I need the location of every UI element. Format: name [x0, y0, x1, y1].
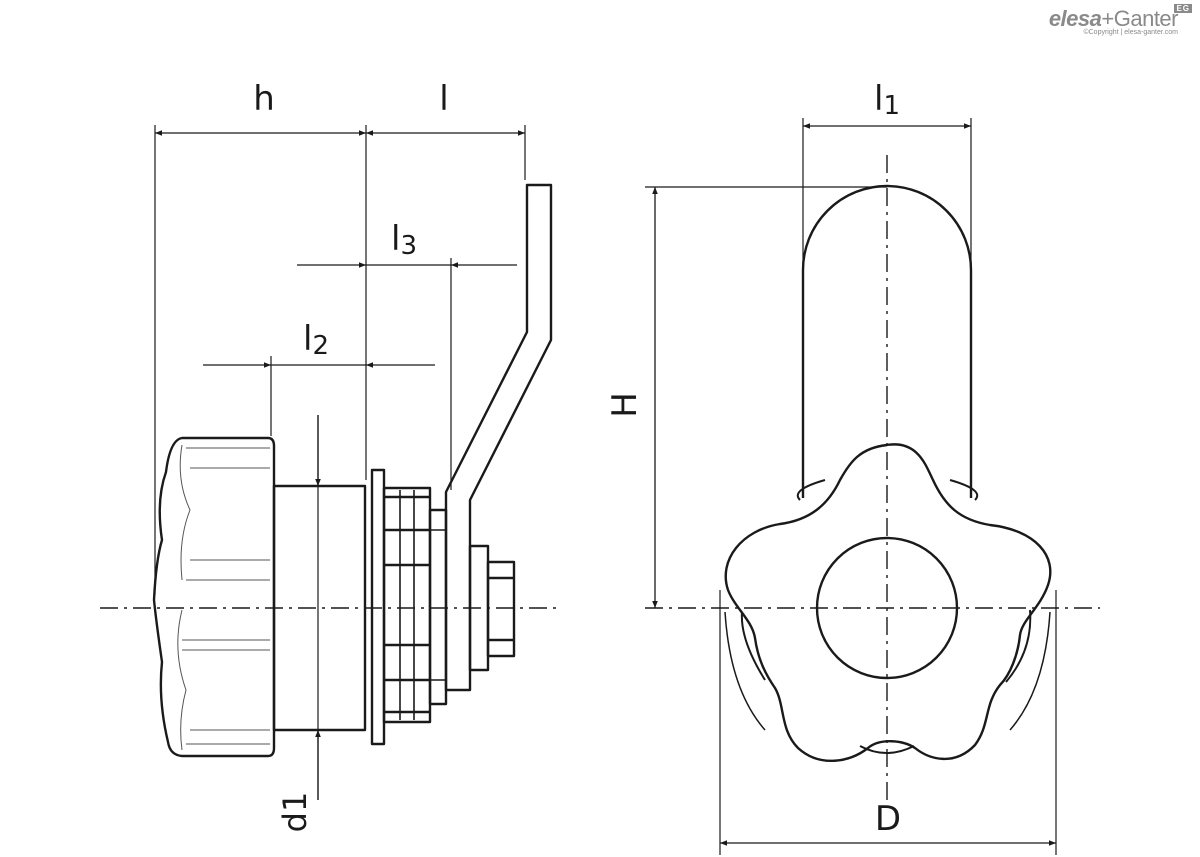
label-l: l — [439, 79, 448, 119]
spacer — [428, 508, 448, 706]
knob-shading — [177, 444, 270, 751]
label-l3-text: l — [391, 219, 400, 259]
logo-partner: Ganter — [1113, 6, 1179, 31]
side-dimension-lines — [155, 130, 525, 800]
lever — [444, 183, 553, 692]
logo-wordmark: elesa+Ganter — [1048, 6, 1179, 32]
label-l3-sub: 3 — [400, 231, 417, 261]
logo-copyright: ©Copyright | elesa-ganter.com — [1083, 29, 1178, 36]
nut-bevels — [399, 490, 415, 720]
label-H: H — [605, 392, 645, 418]
spacer-chamfer — [430, 529, 446, 681]
lock-body — [272, 484, 367, 732]
label-d1: d1 — [276, 792, 314, 833]
logo-badge: EG — [1174, 4, 1192, 13]
knob-grip — [152, 436, 276, 758]
front-view — [724, 184, 1052, 762]
label-l1-text: l — [874, 79, 883, 119]
label-l3: l3 — [391, 219, 417, 261]
nut — [382, 486, 432, 724]
logo-plus: + — [1101, 6, 1114, 31]
label-l2: l2 — [303, 319, 329, 361]
label-D: D — [875, 799, 901, 839]
lever-arm — [801, 184, 973, 498]
front-view-centerlines — [645, 155, 1100, 800]
front-dimension-lines — [652, 123, 1056, 846]
elesa-ganter-logo: elesa+Ganter ©Copyright | elesa-ganter.c… — [1048, 4, 1192, 36]
label-l2-sub: 2 — [312, 331, 329, 361]
logo-brand: elesa — [1048, 6, 1102, 31]
dimension-labels: h l l3 l2 l1 d1 H D — [253, 79, 901, 839]
front-extension-lines — [645, 118, 1057, 855]
outer-arc-right — [1009, 611, 1051, 731]
star-knob — [724, 443, 1052, 762]
label-l2-text: l — [303, 319, 312, 359]
outer-arc-left — [724, 611, 766, 731]
washer — [370, 468, 386, 746]
side-extension-lines — [154, 125, 526, 800]
hex-bolt-head — [486, 560, 516, 658]
label-h: h — [253, 79, 275, 119]
label-l1: l1 — [874, 79, 900, 121]
label-l1-sub: 1 — [883, 91, 900, 121]
side-view — [152, 183, 553, 758]
